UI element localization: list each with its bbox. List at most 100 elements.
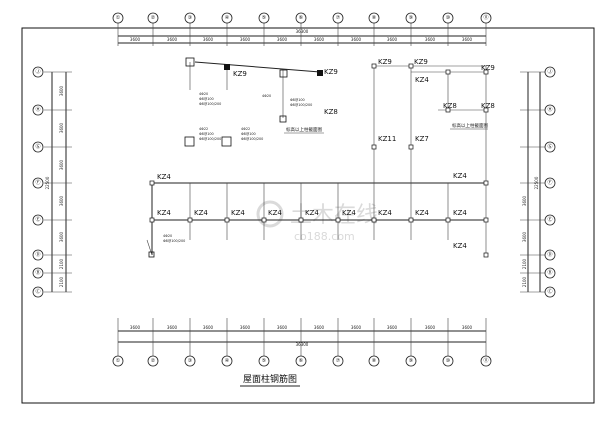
column-tag: KZ11	[378, 135, 396, 143]
svg-text:⑩: ⑩	[446, 358, 451, 364]
svg-text:Ⓔ: Ⓔ	[547, 216, 552, 223]
column-section-a	[185, 57, 195, 67]
column-tag: KZ8	[324, 108, 338, 116]
dim-left-2: 3600	[59, 122, 64, 133]
column-tag: KZ4	[268, 209, 282, 217]
dim-bottom-4: 3600	[240, 325, 251, 330]
dim-right-4: 3600	[522, 195, 527, 206]
watermark: 土木在线 co188.com	[256, 200, 378, 243]
column-tag: KZ9	[414, 58, 428, 66]
column-tag: KZ4	[194, 209, 208, 217]
dim-top-1: 3600	[130, 37, 141, 42]
svg-text:Ⓓ: Ⓓ	[35, 251, 40, 258]
svg-text:②: ②	[151, 15, 156, 21]
note: 4Φ20	[262, 94, 271, 98]
column-tag: KZ9	[324, 68, 338, 76]
sheet-border	[21, 27, 595, 404]
column-tag: KZ4	[157, 173, 171, 181]
dim-right-5: 3600	[522, 231, 527, 242]
dim-left-1: 3600	[59, 85, 64, 96]
column-tag: KZ4	[157, 209, 171, 217]
dim-bottom-3: 3600	[203, 325, 214, 330]
svg-text:①: ①	[116, 15, 121, 21]
dim-top-2: 3600	[167, 37, 178, 42]
dim-top-7: 3600	[351, 37, 362, 42]
right-axes: 3600 3600 2100 2100 22500 Ⓙ Ⓗ Ⓖ Ⓕ Ⓔ Ⓓ Ⓑ …	[520, 66, 556, 298]
svg-text:Ⓕ: Ⓕ	[547, 179, 552, 186]
note: Φ8@100/200	[199, 102, 221, 106]
axis-bubble-top-8: ⑧	[368, 12, 380, 24]
column-marker	[148, 251, 155, 258]
dim-bottom-5: 3600	[277, 325, 288, 330]
svg-text:Ⓑ: Ⓑ	[547, 269, 552, 276]
axis-bubble-top-5: ⑤	[258, 12, 270, 24]
axis-bubble-right-H: Ⓗ	[544, 104, 556, 116]
axis-bubble-left-D: Ⓓ	[32, 249, 44, 261]
column-tag: KZ9	[233, 70, 247, 78]
note: 4Φ20	[199, 92, 208, 96]
column-tag: KZ4	[453, 209, 467, 217]
column-tag: KZ4	[415, 76, 429, 84]
axis-bubble-bottom-10: ⑩	[442, 355, 454, 367]
column-tag: KZ4	[305, 209, 319, 217]
axis-bubble-left-G: Ⓖ	[32, 141, 44, 153]
column-tag: KZ4	[378, 209, 392, 217]
axis-bubble-bottom-7: ⑦	[332, 355, 344, 367]
column-tag: KZ7	[415, 135, 429, 143]
dim-left-3: 3600	[59, 159, 64, 170]
note: Φ8@100	[290, 98, 305, 102]
svg-text:⑪: ⑪	[483, 357, 488, 364]
dim-left-5: 3600	[59, 231, 64, 242]
drawing-title: 屋面柱钢筋图	[243, 373, 297, 385]
svg-text:Ⓓ: Ⓓ	[547, 251, 552, 258]
dim-top-9: 3600	[425, 37, 436, 42]
axis-bubble-left-C: Ⓒ	[32, 286, 44, 298]
axis-bubble-top-3: ③	[184, 12, 196, 24]
axis-bubble-right-E: Ⓔ	[544, 214, 556, 226]
column-markers	[148, 57, 489, 258]
axis-bubble-left-J: Ⓙ	[32, 66, 44, 78]
axis-bubble-top-7: ⑦	[332, 12, 344, 24]
dim-right-7: 2100	[522, 276, 527, 287]
axis-bubble-bottom-1: ①	[112, 355, 124, 367]
axis-bubble-left-H: Ⓗ	[32, 104, 44, 116]
dim-top-10: 3600	[462, 37, 473, 42]
axis-bubble-bottom-9: ⑨	[405, 355, 417, 367]
note: 4Φ20	[163, 234, 172, 238]
svg-text:③: ③	[188, 358, 192, 364]
dim-bottom-total: 36300	[296, 342, 309, 347]
plan-grid	[146, 61, 487, 256]
drawing-title-block: 屋面柱钢筋图	[240, 373, 300, 387]
axis-bubble-top-11: ⑪	[480, 12, 492, 24]
dim-bottom-2: 3600	[167, 325, 178, 330]
dim-top-6: 3600	[314, 37, 325, 42]
column-marker	[224, 64, 230, 70]
column-tag: KZ4	[231, 209, 245, 217]
note: 4Φ22	[199, 127, 208, 131]
section-notes: 4Φ20 Φ8@100 Φ8@100/200 4Φ20 Φ8@100 Φ8@10…	[163, 92, 312, 243]
svg-text:⑧: ⑧	[372, 15, 377, 21]
svg-text:⑩: ⑩	[446, 15, 451, 21]
svg-text:Ⓖ: Ⓖ	[35, 143, 40, 150]
bottom-axes: 3600 3600 3600 3600 3600 3600 3600 3600 …	[112, 318, 492, 367]
column-tag: KZ9	[378, 58, 392, 66]
dim-bottom-7: 3600	[351, 325, 362, 330]
svg-text:Ⓙ: Ⓙ	[35, 68, 40, 75]
dim-bottom-6: 3600	[314, 325, 325, 330]
watermark-cn: 土木在线	[290, 203, 378, 228]
dim-left-6: 2100	[59, 258, 64, 269]
axis-bubble-left-B: Ⓑ	[32, 267, 44, 279]
axis-bubble-bottom-4: ④	[221, 355, 233, 367]
dim-top-4: 3600	[240, 37, 251, 42]
svg-text:Ⓖ: Ⓖ	[547, 143, 552, 150]
axis-bubble-left-E: Ⓔ	[32, 214, 44, 226]
svg-text:⑨: ⑨	[409, 358, 413, 364]
column-tag: KZ8	[481, 102, 495, 110]
axis-bubble-top-6: ⑥	[295, 12, 307, 24]
column-tag: KZ9	[481, 64, 495, 72]
column-section-d	[221, 136, 232, 147]
axis-bubble-left-F: Ⓕ	[32, 177, 44, 189]
note: Φ8@100	[199, 132, 214, 136]
dim-right-6: 2100	[522, 258, 527, 269]
